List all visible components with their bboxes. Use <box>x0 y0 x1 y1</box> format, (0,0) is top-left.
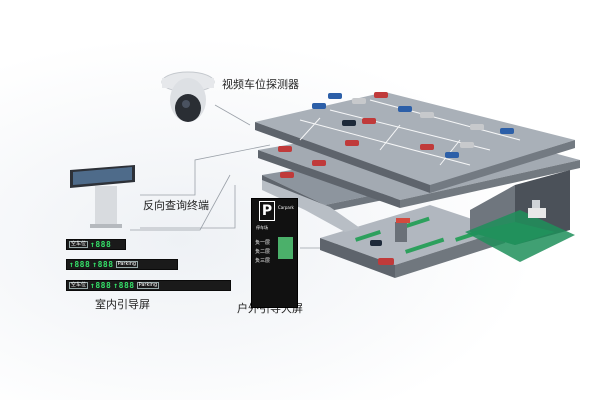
indoor-guide-screen-1: 空车位 ↑888 <box>66 239 126 250</box>
ground-level <box>320 205 505 278</box>
parked-cars <box>278 92 514 265</box>
outdoor-guide-screen: P Carpark 停车场 负一层 负二层 负三层 <box>251 198 298 308</box>
guide-tag: Parking <box>115 261 139 268</box>
indoor-screen-label: 室内引导屏 <box>95 298 150 311</box>
parking-p-icon: P <box>259 201 275 221</box>
availability-indicator <box>278 237 293 259</box>
guide-tag: 空车位 <box>69 241 89 248</box>
kiosk-terminal-icon <box>70 165 135 228</box>
guide-tag: Parking <box>136 282 160 289</box>
guide-digits: ↑888 <box>113 281 135 290</box>
gate-booth <box>395 222 407 242</box>
guide-tag: 空车位 <box>69 282 89 289</box>
entrance-ramp <box>262 180 360 232</box>
indoor-guide-screen-3: 空车位 ↑888 ↑888 Parking <box>66 280 231 291</box>
floor-top <box>255 92 575 193</box>
detector-label: 视频车位探测器 <box>222 78 299 91</box>
camera-detector-icon <box>161 71 215 122</box>
guide-digits: ↑888 <box>92 260 114 269</box>
carpark-label-cn: 停车场 <box>256 225 268 230</box>
carpark-label: Carpark <box>278 205 294 210</box>
guide-digits: ↑888 <box>90 281 112 290</box>
guide-digits: ↑888 <box>90 240 112 249</box>
terminal-label: 反向查询终端 <box>143 199 209 212</box>
floor-row: 负三层 <box>255 258 271 264</box>
floor-row: 负一层 <box>255 240 271 246</box>
floor-row: 负二层 <box>255 249 271 255</box>
control-room <box>465 170 575 262</box>
indoor-guide-screen-2: ↑888 ↑888 Parking <box>66 259 178 270</box>
guide-digits: ↑888 <box>69 260 91 269</box>
